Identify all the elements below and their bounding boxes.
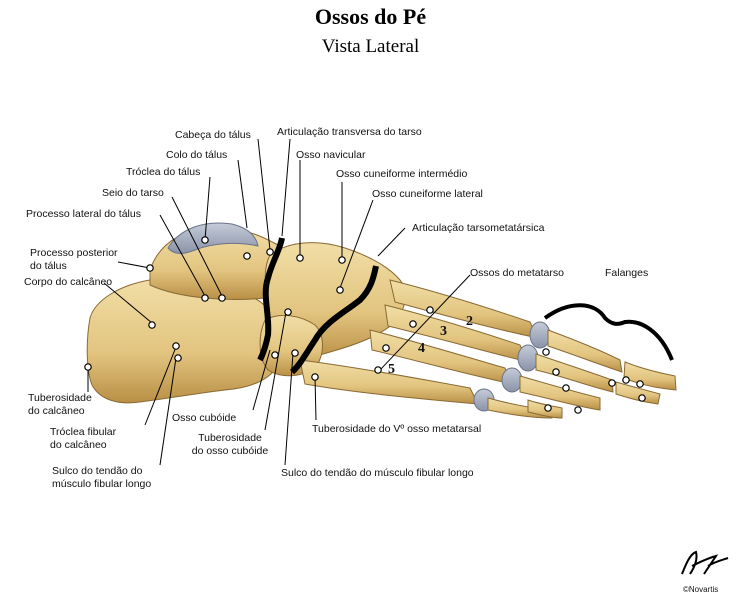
label-processo-lateral-talus: Processo lateral do tálus (26, 208, 141, 220)
label-cuneiforme-intermedio: Osso cuneiforme intermédio (336, 168, 468, 180)
label-articulacao-transversa: Articulação transversa do tarso (277, 126, 422, 138)
label-seio-tarso: Seio do tarso (102, 187, 164, 199)
leader-lines (87, 138, 471, 466)
label-sulco-tendao-line1: Sulco do tendão do (52, 465, 143, 477)
tarsometatarsal-joint-line (289, 265, 379, 375)
label-articulacao-tarsometatarsica: Articulação tarsometatársica (412, 222, 545, 234)
label-tuberosidade-cuboide-line1: Tuberosidade (198, 432, 262, 444)
metatarsal-number-4: 4 (418, 341, 425, 356)
label-tuberosidade-v-metatarsal: Tuberosidade do Vº osso metatarsal (312, 423, 482, 435)
label-cuneiforme-lateral: Osso cuneiforme lateral (372, 188, 483, 200)
label-sulco-fibular-longo: Sulco do tendão do músculo fibular longo (281, 467, 474, 479)
label-troclea-fibular-line1: Tróclea fibular (50, 426, 117, 438)
label-osso-cuboide: Osso cubóide (172, 412, 237, 424)
label-cabeca-talus: Cabeça do tálus (175, 129, 251, 141)
label-sulco-tendao: Sulco do tendão do músculo fibular longo (52, 465, 151, 491)
metatarsal-number-3: 3 (440, 324, 447, 339)
falanges-bracket (543, 303, 674, 361)
label-troclea-talus: Tróclea do tálus (126, 166, 201, 178)
label-processo-posterior-talus: Processo posterior do tálus (30, 247, 118, 273)
label-troclea-fibular-line2: do calcâneo (50, 439, 107, 451)
label-colo-talus: Colo do tálus (166, 149, 228, 161)
metatarsal-number-5: 5 (388, 362, 395, 377)
label-ossos-metatarso: Ossos do metatarso (470, 267, 564, 279)
phalanges-bones (487, 329, 677, 419)
label-osso-navicular: Osso navicular (296, 149, 366, 161)
label-tuberosidade-calcaneo: Tuberosidade do calcâneo (28, 392, 92, 418)
metatarsal-bones (299, 279, 539, 405)
label-processo-posterior-line2: do tálus (30, 260, 67, 272)
label-processo-posterior-line1: Processo posterior (30, 247, 118, 259)
label-sulco-tendao-line2: músculo fibular longo (52, 478, 152, 490)
metatarsal-number-2: 2 (466, 314, 473, 329)
copyright-text: ©Novartis (683, 585, 719, 594)
page-subtitle: Vista Lateral (321, 36, 420, 57)
artist-signature (681, 550, 729, 575)
label-tuberosidade-cuboide: Tuberosidade do osso cubóide (184, 432, 276, 458)
label-falanges: Falanges (605, 267, 649, 279)
label-tuberosidade-cuboide-line2: do osso cubóide (191, 445, 269, 457)
label-tuberosidade-calcaneo-line2: do calcâneo (28, 405, 85, 417)
transverse-tarsal-joint-line (257, 237, 285, 362)
label-tuberosidade-calcaneo-line1: Tuberosidade (28, 392, 92, 404)
marker-dots (84, 236, 646, 414)
metatarsal-heads (473, 321, 551, 412)
label-troclea-fibular: Tróclea fibular do calcâneo (50, 426, 116, 452)
label-corpo-calcaneo: Corpo do calcâneo (24, 276, 113, 288)
page-title: Ossos do Pé (314, 4, 427, 29)
